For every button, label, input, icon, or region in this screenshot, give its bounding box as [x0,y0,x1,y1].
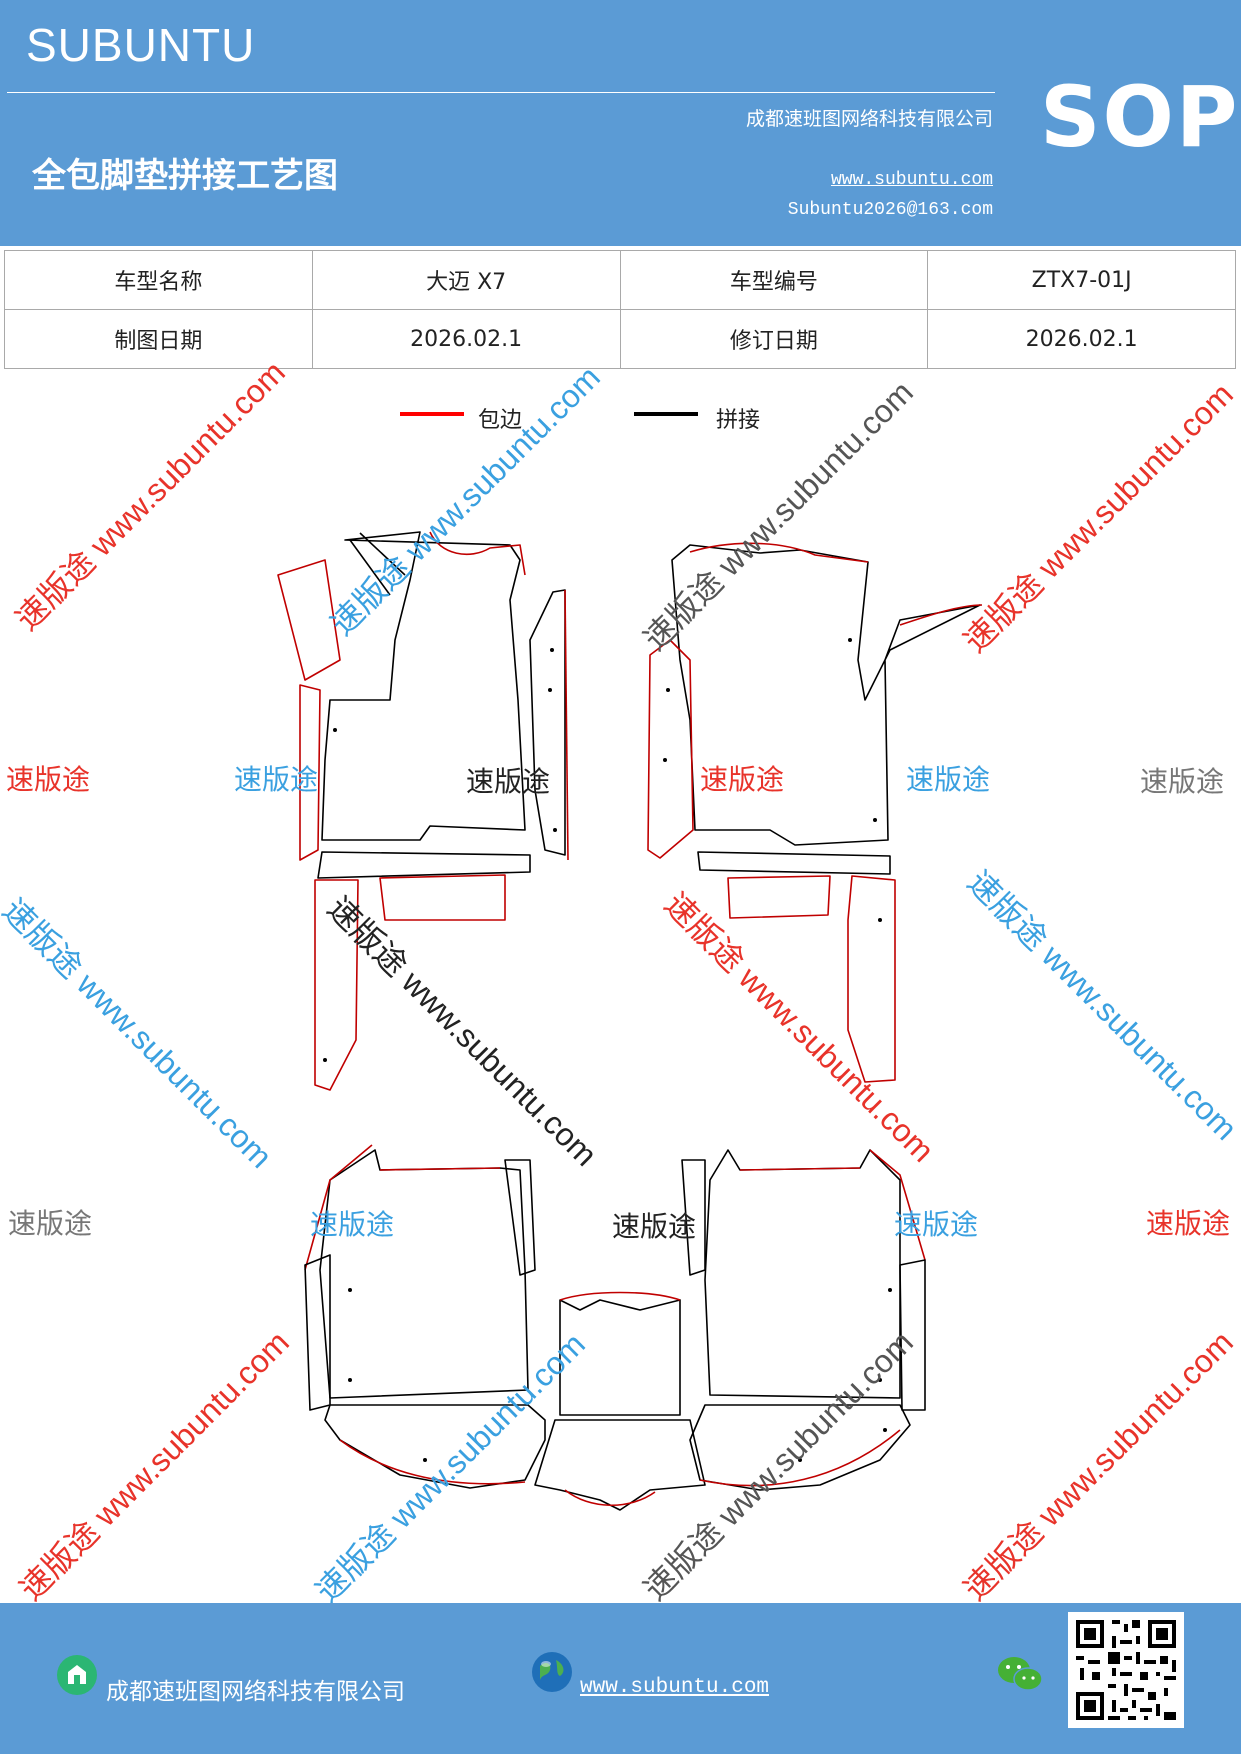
watermark-brand: 速版途 [466,765,551,798]
model-code-label: 车型编号 [619,250,929,310]
front-right-arc-edge [899,604,983,626]
rear-left-bottom-edge [339,1439,526,1485]
globe-icon [532,1652,572,1692]
draw-date-label: 制图日期 [4,309,313,369]
rear-right-bottom-edge [699,1429,901,1487]
footer-company: 成都速班图网络科技有限公司 [106,1679,405,1705]
model-code-value: ZTX7-01J [927,250,1236,310]
rear-right-main-piece [704,1149,901,1399]
watermark-brand: 速版途 [8,1207,93,1240]
watermark-brand: 速版途 [894,1208,979,1241]
model-name-label: 车型名称 [4,250,313,310]
watermark-brand: 速版途 [906,763,991,796]
watermark-brand: 速版途 [1146,1207,1231,1240]
qr-code [1068,1612,1184,1728]
watermark-brand: 速版途 [1140,765,1225,798]
front-left-lower-side [314,879,359,1091]
rear-left-side-strip [304,1254,331,1411]
rear-center-bottom-edge [564,1489,656,1507]
rear-left-outer-edge [304,1144,373,1271]
draw-date-value: 2026.02.1 [311,309,621,369]
rear-left-inner-strip [504,1159,536,1276]
brand-name: SUBUNTU [26,19,256,71]
rear-left-main-piece [319,1149,529,1399]
front-right-lower-side [847,875,896,1083]
front-left-top-edge [429,531,526,576]
legend-black-line [634,412,698,416]
table-row: 车型名称 大迈 X7 车型编号 ZTX7-01J [4,250,1236,310]
front-right-bottom-strip [697,851,891,875]
watermark-brand: 速版途 [612,1210,697,1243]
header-divider [7,92,995,93]
header-banner [0,0,1241,246]
front-right-foot-piece [727,875,831,919]
rear-right-top-edge [739,1167,861,1171]
revision-date-label: 修订日期 [619,309,929,369]
front-left-main-piece [321,531,526,841]
header-website-link[interactable]: www.subuntu.com [830,170,993,190]
rear-right-bottom-piece [689,1404,911,1491]
front-right-top-edge [689,542,869,563]
rear-right-outer-edge [869,1149,926,1261]
rear-center-tunnel-edge [559,1291,681,1301]
front-left-bottom-strip [317,851,531,879]
wechat-icon [998,1657,1043,1691]
legend-red-line [400,412,464,416]
legend-label-binding: 包边 [478,408,523,433]
company-icon [57,1655,97,1695]
rear-center-tunnel [559,1299,681,1416]
document-title: 全包脚垫拼接工艺图 [32,156,338,196]
header-email[interactable]: Subuntu2026@163.com [787,200,993,220]
sop-badge: SOP [1040,68,1240,166]
front-left-right-strip-edge [564,589,569,861]
watermark-brand: 速版途 [700,763,785,796]
watermark-brand: 速版途 [6,763,91,796]
revision-date-value: 2026.02.1 [927,309,1236,369]
watermark-brand: 速版途 [234,763,319,796]
table-row: 制图日期 2026.02.1 修订日期 2026.02.1 [4,309,1236,369]
watermark-brand: 速版途 [310,1208,395,1241]
header-company: 成都速班图网络科技有限公司 [745,108,993,130]
front-right-left-strip [647,639,694,859]
mounting-dots [323,638,892,1462]
legend-label-splice: 拼接 [716,408,761,433]
rear-left-top-edge [379,1167,501,1171]
front-left-right-strip [529,589,566,856]
rear-center-bottom [534,1419,706,1511]
footer-website-link[interactable]: www.subuntu.com [580,1676,770,1699]
front-left-side-strip [299,684,321,861]
rear-right-inner-strip [681,1159,706,1276]
rear-right-side-strip [899,1259,926,1411]
front-left-foot-piece [379,874,506,921]
front-left-seam [349,532,406,596]
vehicle-info-table: 车型名称 大迈 X7 车型编号 ZTX7-01J 制图日期 2026.02.1 … [4,250,1236,369]
front-left-left-strip [277,559,341,681]
model-name-value: 大迈 X7 [311,250,621,310]
